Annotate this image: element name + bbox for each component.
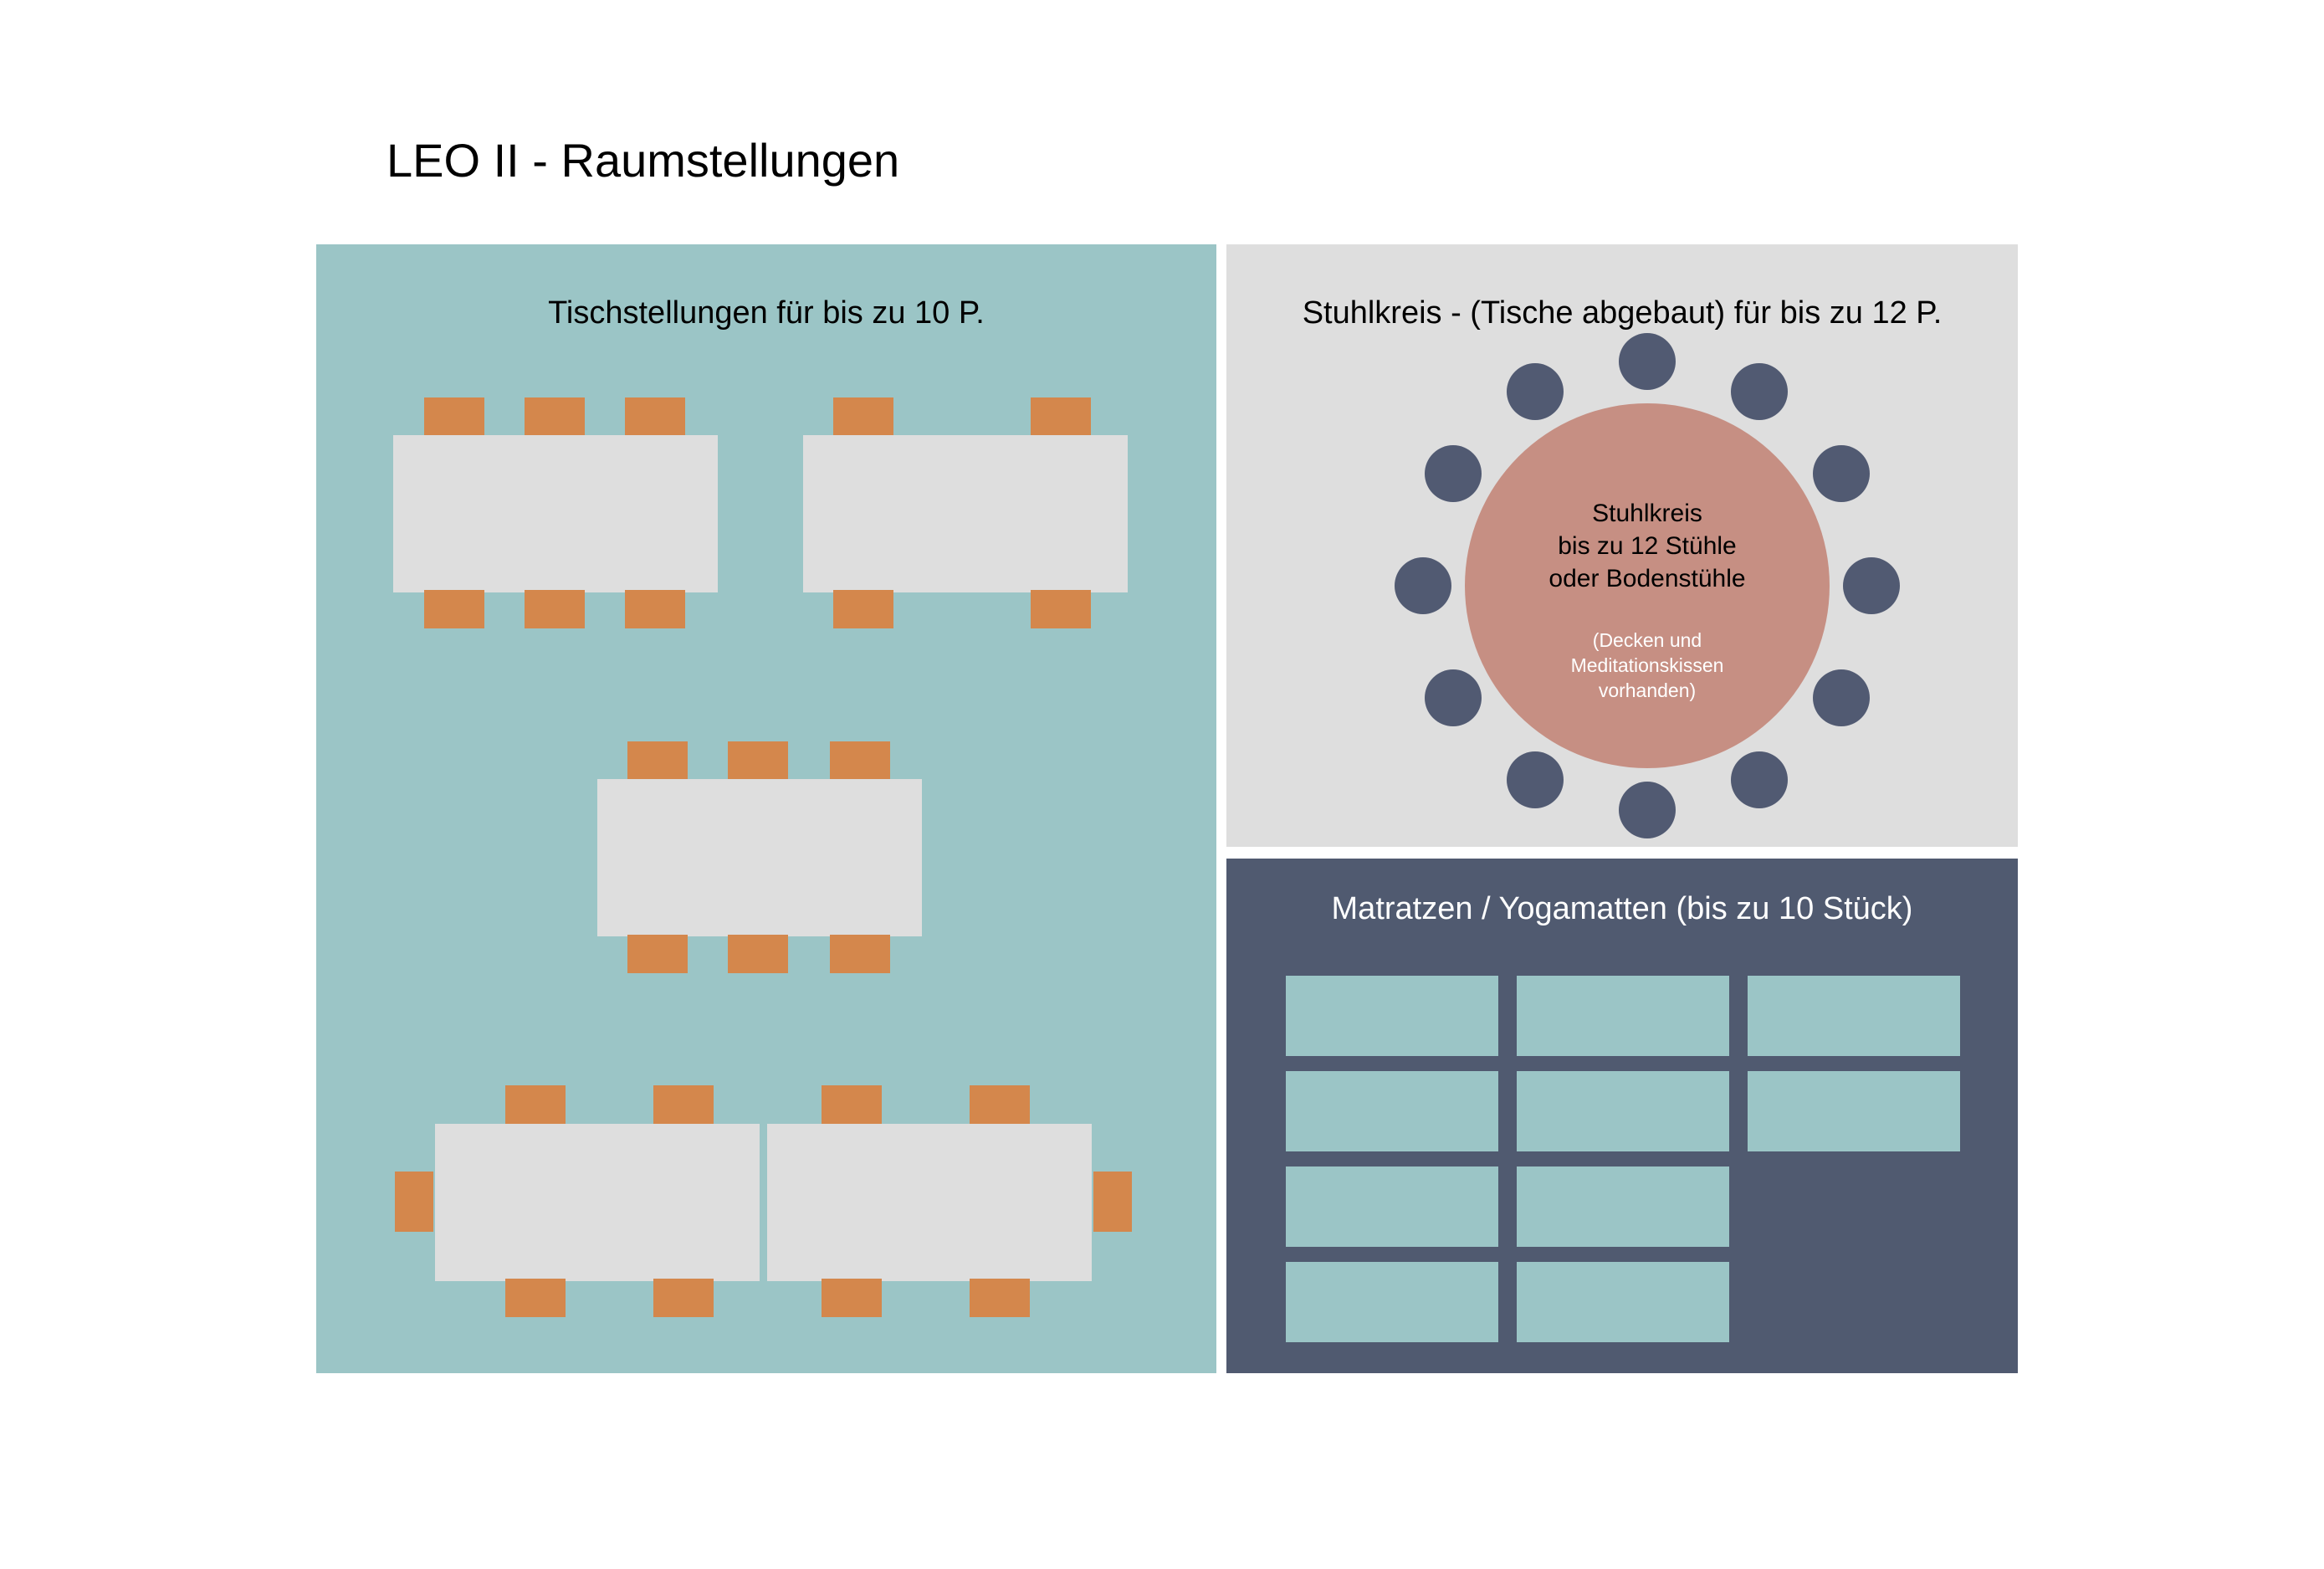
chair [728,935,788,973]
table [597,779,922,936]
chair [505,1279,566,1317]
chair [970,1279,1030,1317]
tables-panel: Tischstellungen für bis zu 10 P. [316,244,1216,1373]
seat [1813,669,1870,726]
mat [1286,1166,1498,1247]
chair [625,397,685,436]
chair [525,397,585,436]
mat [1517,1166,1729,1247]
seat [1425,669,1482,726]
chair [424,590,484,628]
table [803,435,1128,592]
mat [1748,976,1960,1056]
mat [1517,976,1729,1056]
table [393,435,718,592]
tables-panel-title: Tischstellungen für bis zu 10 P. [548,295,985,331]
chair [625,590,685,628]
page-title: LEO II - Raumstellungen [386,134,900,187]
seat [1507,751,1564,808]
mat [1517,1262,1729,1342]
seat [1619,333,1676,390]
chair [833,397,893,436]
chair [822,1085,882,1124]
chair [395,1172,433,1232]
chair [424,397,484,436]
chair-circle-note-line: vorhanden) [1598,679,1697,701]
round-table: Stuhlkreis bis zu 12 Stühle oder Bodenst… [1465,403,1830,768]
chair-circle-note-line: (Decken und [1592,629,1702,651]
mat [1286,1262,1498,1342]
chair [833,590,893,628]
chair-circle-panel: Stuhlkreis - (Tische abgebaut) für bis z… [1226,244,2018,847]
chair [505,1085,566,1124]
seat [1813,445,1870,502]
seat [1507,363,1564,420]
chair-circle-label: Stuhlkreis bis zu 12 Stühle oder Bodenst… [1465,497,1830,595]
seat [1619,782,1676,838]
chair [653,1279,714,1317]
mat [1286,1071,1498,1151]
mat [1748,1071,1960,1151]
chair-circle-note: (Decken und Meditationskissen vorhanden) [1465,628,1830,703]
table [435,1124,760,1281]
seat [1843,557,1900,614]
chair-circle-panel-title: Stuhlkreis - (Tische abgebaut) für bis z… [1302,295,1943,331]
chair [627,741,688,780]
seat [1731,751,1788,808]
seat [1395,557,1451,614]
chair [627,935,688,973]
chair [653,1085,714,1124]
chair-circle-label-line: oder Bodenstühle [1548,565,1746,592]
chair [822,1279,882,1317]
chair [1031,397,1091,436]
mats-panel: Matratzen / Yogamatten (bis zu 10 Stück) [1226,859,2018,1373]
chair [525,590,585,628]
mat [1517,1071,1729,1151]
mats-panel-title: Matratzen / Yogamatten (bis zu 10 Stück) [1331,891,1913,926]
chair-circle-label-line: bis zu 12 Stühle [1558,532,1737,560]
chair-circle-label-line: Stuhlkreis [1592,500,1702,527]
seat [1425,445,1482,502]
chair [830,935,890,973]
table [767,1124,1092,1281]
mat [1286,976,1498,1056]
chair [728,741,788,780]
chair [970,1085,1030,1124]
chair-circle-note-line: Meditationskissen [1570,654,1724,676]
seat [1731,363,1788,420]
chair [1031,590,1091,628]
chair [1093,1172,1132,1232]
chair [830,741,890,780]
